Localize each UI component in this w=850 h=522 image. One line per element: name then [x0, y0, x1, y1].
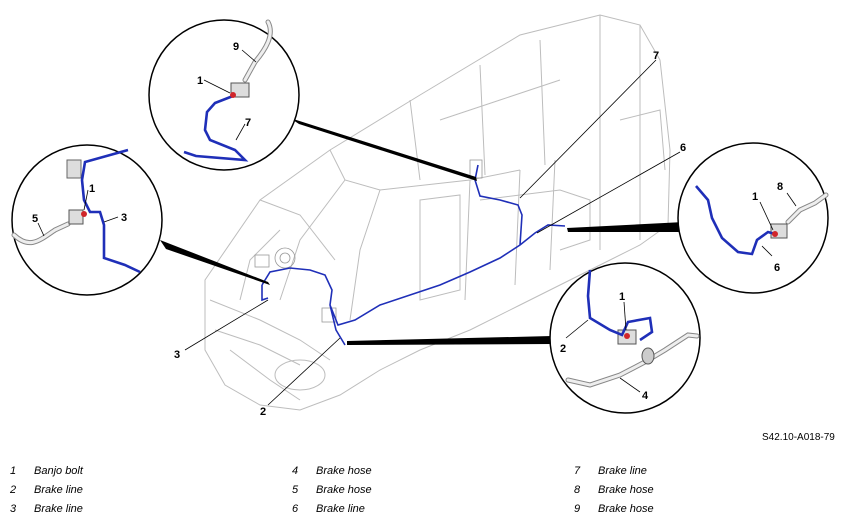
van-details [254, 159, 483, 323]
callout-1-bottom: 1 [619, 291, 625, 303]
callout-6-main: 6 [680, 142, 686, 154]
callout-1-left: 1 [89, 183, 95, 195]
detail-circle-left: 1 3 5 [11, 144, 163, 296]
pointer-wedge-left [160, 240, 270, 285]
callout-2-main: 2 [260, 406, 266, 418]
callout-6-right: 6 [774, 262, 780, 274]
van-outline [204, 14, 671, 411]
callout-7-main: 7 [653, 50, 659, 62]
brake-line-route [261, 164, 566, 346]
detail-circle-right: 1 8 6 [677, 142, 829, 294]
callout-7-top: 7 [245, 117, 251, 129]
main-callouts: 3 2 7 6 [174, 50, 686, 418]
callout-4-bottom: 4 [642, 390, 649, 402]
figure-reference: S42.10-A018-79 [762, 432, 835, 443]
callout-3-left: 3 [121, 212, 127, 224]
callout-3-main: 3 [174, 349, 180, 361]
callout-8-right: 8 [777, 181, 783, 193]
pointer-wedge-top [290, 118, 477, 181]
callout-1-right: 1 [752, 191, 758, 203]
pointer-wedge-bottom [347, 336, 553, 345]
callout-2-bottom: 2 [560, 343, 566, 355]
callout-5-left: 5 [32, 213, 38, 225]
callout-1-top: 1 [197, 75, 203, 87]
detail-circle-top: 1 9 7 [148, 19, 300, 171]
pointer-wedge-right [567, 222, 684, 232]
brake-system-diagram: 1 9 7 1 3 5 1 8 6 [11, 14, 829, 418]
callout-9-top: 9 [233, 41, 239, 53]
detail-circle-bottom: 1 2 4 [549, 262, 701, 414]
